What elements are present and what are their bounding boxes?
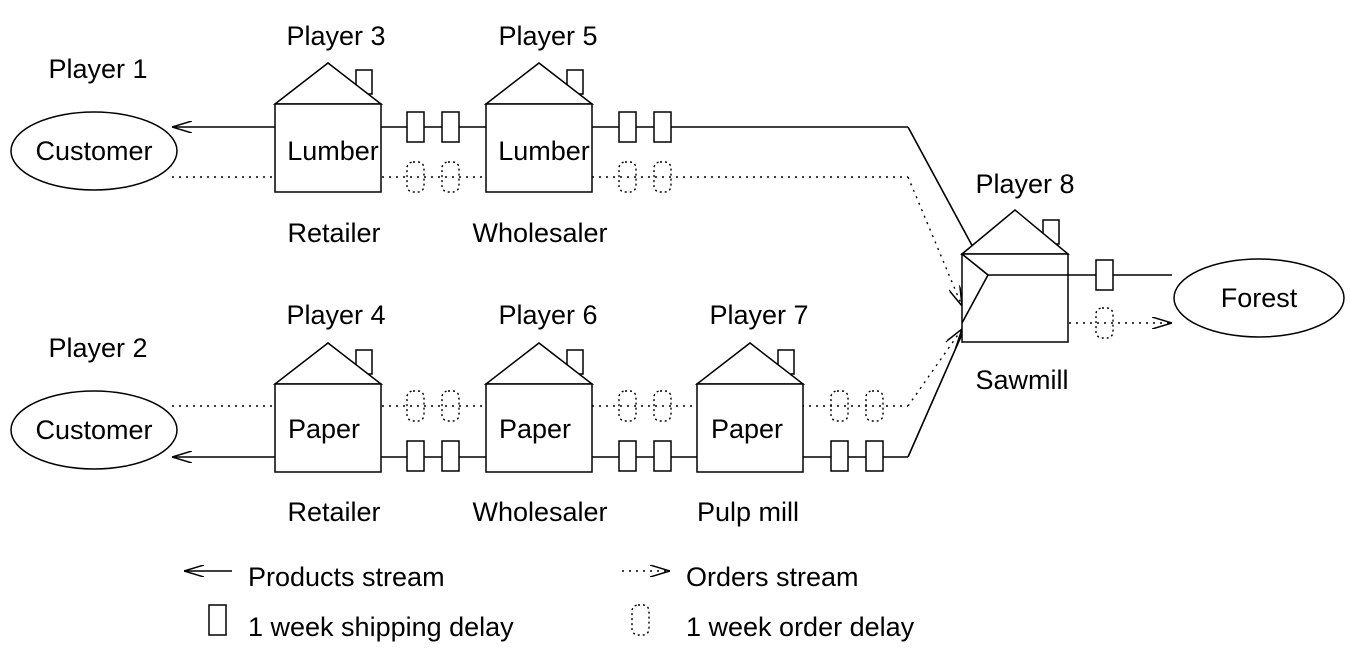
player-7-label: Player 7 [709, 300, 808, 330]
paper-wholesaler-label: Paper [499, 414, 571, 444]
player-4-label: Player 4 [286, 300, 385, 330]
customer-bottom-label: Customer [35, 415, 152, 445]
pulp-mill-role: Pulp mill [697, 497, 799, 527]
player-3-label: Player 3 [286, 21, 385, 51]
paper-wholesaler-role: Wholesaler [472, 497, 607, 527]
player-1-label: Player 1 [48, 54, 147, 84]
house-paper-retailer [272, 342, 384, 473]
house-lumber-retailer [272, 62, 384, 193]
legend: Products stream Orders stream 1 week shi… [184, 562, 915, 642]
lumber-retailer-role: Retailer [287, 218, 380, 248]
orders-streams [172, 176, 1172, 407]
house-sawmill [959, 209, 1071, 343]
legend-products-label: Products stream [248, 562, 445, 592]
legend-order-delay-box [631, 604, 650, 636]
pulp-mill-house-label: Paper [711, 414, 783, 444]
lumber-order-arrow [907, 176, 962, 306]
lumber-wholesaler-label: Lumber [498, 136, 590, 166]
player-2-label: Player 2 [48, 333, 147, 363]
forest-node [1173, 258, 1345, 338]
customer-bottom-node [10, 390, 178, 470]
customer-top-node [10, 111, 178, 191]
paper-retailer-label: Paper [288, 414, 360, 444]
lumber-retailer-label: Lumber [287, 136, 379, 166]
sawmill-role: Sawmill [975, 365, 1068, 395]
legend-order-delay-label: 1 week order delay [686, 612, 915, 642]
legend-shipping-label: 1 week shipping delay [248, 612, 514, 642]
player-6-label: Player 6 [498, 300, 597, 330]
legend-orders-label: Orders stream [686, 562, 859, 592]
player-8-label: Player 8 [975, 169, 1074, 199]
paper-order-arrow [907, 329, 962, 407]
paper-retailer-role: Retailer [287, 497, 380, 527]
customer-top-label: Customer [35, 136, 152, 166]
shipping-delays [406, 111, 1114, 472]
house-paper-wholesaler [483, 342, 595, 473]
lumber-wholesaler-role: Wholesaler [472, 218, 607, 248]
house-lumber-wholesaler [483, 62, 595, 193]
legend-shipping-box [208, 604, 227, 636]
player-5-label: Player 5 [498, 21, 597, 51]
house-pulp-mill [694, 342, 806, 473]
forest-label: Forest [1221, 283, 1298, 313]
